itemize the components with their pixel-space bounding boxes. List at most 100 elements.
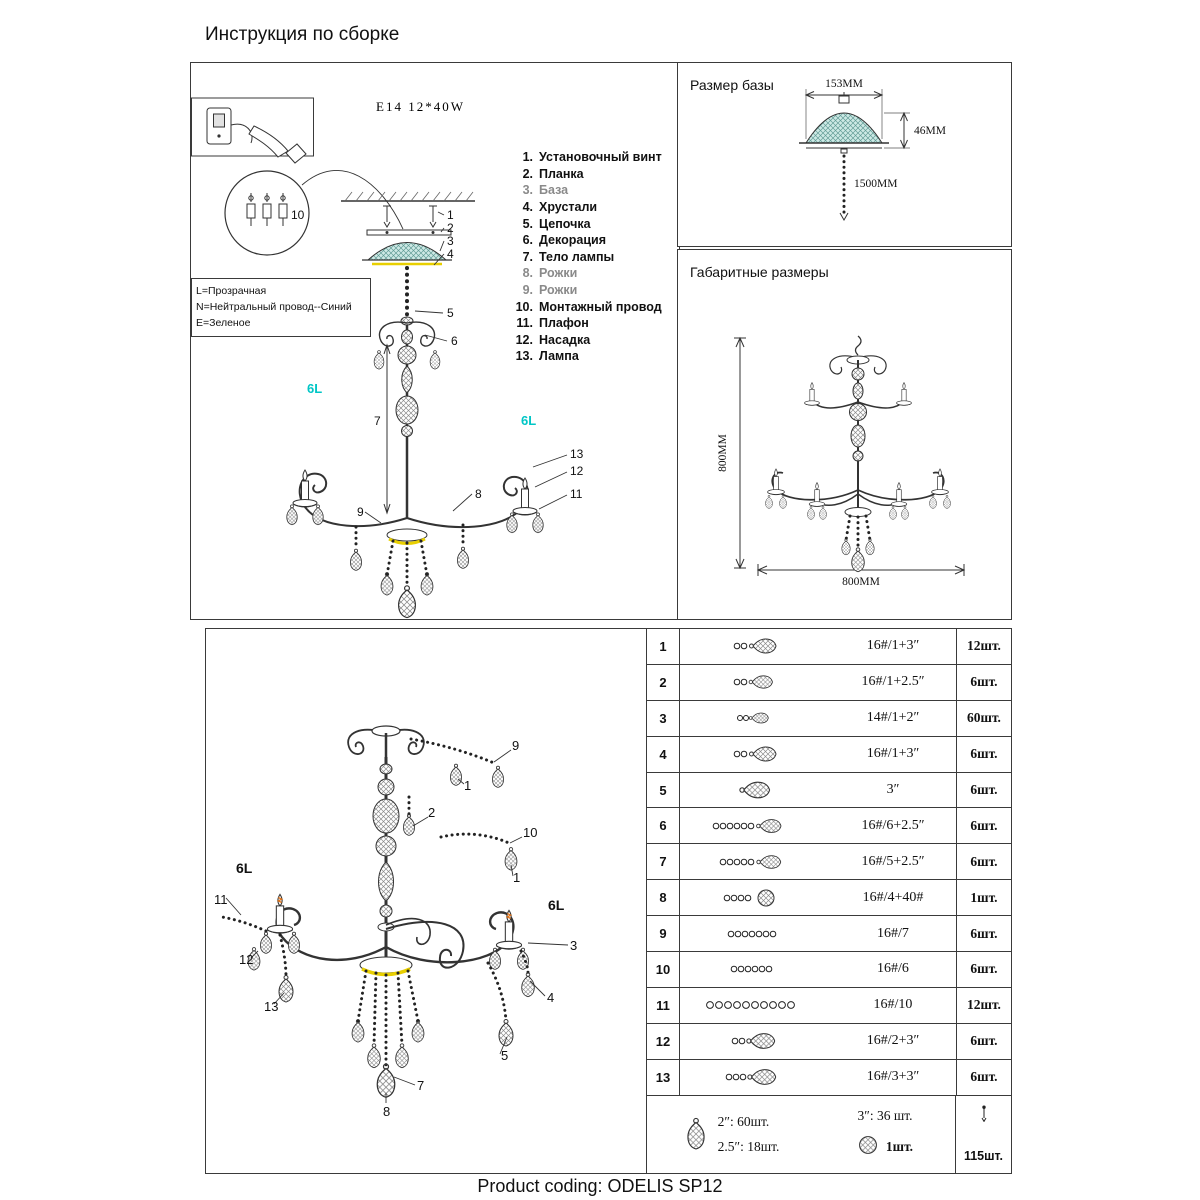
svg-text:7: 7 — [374, 414, 381, 428]
bottom-crystals — [351, 956, 425, 1098]
svg-text:10: 10 — [523, 825, 537, 840]
svg-text:3: 3 — [447, 234, 454, 248]
bead-drop-icon — [680, 1026, 830, 1056]
svg-text:13: 13 — [570, 447, 584, 461]
svg-text:8: 8 — [383, 1104, 390, 1119]
table-row: 9 16#/7 6шт. — [647, 916, 1011, 953]
table-row: 8 16#/4+40# 1шт. — [647, 880, 1011, 917]
assembly-panel: 10 E14 12*40W — [190, 62, 680, 620]
svg-text:1: 1 — [513, 870, 520, 885]
body-measure-line — [383, 343, 391, 515]
wire-legend-e: E=Зеленое — [196, 316, 251, 329]
assembly-diagram: 10 E14 12*40W — [191, 97, 584, 619]
svg-text:6: 6 — [451, 334, 458, 348]
bead-drop-icon — [680, 739, 830, 769]
svg-text:3: 3 — [570, 938, 577, 953]
crystal-layout-panel: 9 1 2 10 1 11 12 13 3 4 5 7 8 6L 6L 1 16… — [205, 628, 1012, 1174]
overall-size-title: Габаритные размеры — [690, 264, 829, 280]
svg-text:4: 4 — [547, 990, 554, 1005]
base-size-diagram: 153MM 46MM 1500MM — [799, 78, 946, 222]
table-row: 11 16#/10 12шт. — [647, 987, 1011, 1024]
six-lamp-label: 6L — [521, 413, 536, 428]
dim-46 — [884, 111, 910, 150]
summary-left: 2″: 60шт. 2.5″: 18шт. — [647, 1096, 815, 1173]
hanging-chain — [839, 148, 849, 222]
base-dome — [799, 92, 889, 149]
svg-text:5: 5 — [447, 306, 454, 320]
overall-size-panel: Габаритные размеры 800MM 800MM — [677, 249, 1012, 620]
arms — [275, 907, 515, 964]
chandelier-outline — [765, 335, 951, 573]
table-row: 12 16#/2+3″ 6шт. — [647, 1023, 1011, 1060]
left-candle — [267, 894, 292, 933]
bead-chain-ball-icon — [680, 883, 830, 913]
svg-text:1: 1 — [447, 208, 454, 222]
callout-10: 10 — [291, 208, 305, 222]
overall-size-diagram: 800MM 800MM — [717, 335, 966, 588]
power-switch-illustration — [191, 97, 314, 164]
bead-ring-chain-icon — [680, 990, 830, 1020]
table-row: 5 3″ 6шт. — [647, 772, 1011, 809]
overall-width-label: 800MM — [842, 576, 880, 588]
table-row: 10 16#/6 6шт. — [647, 952, 1011, 988]
dim-height — [734, 336, 746, 570]
summary-pin-qty: 115шт. — [963, 1149, 1004, 1163]
svg-text:2: 2 — [428, 805, 435, 820]
summary-size25: 2.5″: 18шт. — [717, 1138, 780, 1154]
summary-size2: 2″: 60шт. — [717, 1113, 770, 1129]
svg-text:5: 5 — [501, 1048, 508, 1063]
svg-text:9: 9 — [357, 505, 364, 519]
canopy — [362, 242, 452, 266]
svg-text:11: 11 — [214, 892, 228, 907]
assembly-callouts: 1 2 3 4 5 6 7 8 9 13 12 11 6L 6L — [307, 208, 584, 524]
top-crown — [347, 725, 425, 761]
summary-right: 115шт. — [955, 1095, 1011, 1173]
bead-drop-icon — [680, 1062, 830, 1092]
bead-chain-icon — [680, 954, 830, 984]
drop-icon — [680, 775, 830, 805]
base-size-panel: Размер базы 153MM 46MM 1500MM — [677, 62, 1012, 247]
table-row: 2 16#/1+2.5″ 6шт. — [647, 664, 1011, 701]
base-width-label: 153MM — [825, 78, 863, 90]
table-summary-row: 2″: 60шт. 2.5″: 18шт. 3″: 36 шт. 1шт. 11… — [647, 1095, 1011, 1173]
summary-ball-qty: 1шт. — [885, 1139, 914, 1155]
base-height-label: 46MM — [914, 125, 946, 137]
chain-length-label: 1500MM — [854, 178, 897, 190]
bead-drop-icon — [680, 667, 830, 697]
right-candle — [496, 910, 521, 949]
crystal-parts-table: 1 16#/1+3″ 12шт. 2 16#/1+2.5″ 6шт. 3 14#… — [646, 629, 1011, 1173]
table-row: 3 14#/1+2″ 60шт. — [647, 700, 1011, 737]
crystal-drop-icon — [683, 1114, 709, 1155]
table-row: 6 16#/6+2.5″ 6шт. — [647, 808, 1011, 845]
svg-text:12: 12 — [570, 464, 584, 478]
parts-list: 1.Установочный винт 2.Планка 3.База 4.Хр… — [515, 150, 662, 364]
bead-chain-drop-icon — [680, 811, 830, 841]
wire-legend-n: N=Нейтральный провод--Синий — [196, 300, 352, 313]
crystal-layout-diagram: 9 1 2 10 1 11 12 13 3 4 5 7 8 6L 6L — [214, 725, 577, 1119]
crystal-ball-icon — [857, 1134, 879, 1160]
product-code: Product coding: ODELIS SP12 — [477, 1176, 723, 1196]
svg-text:2: 2 — [447, 221, 454, 235]
six-lamp-label: 6L — [548, 897, 565, 913]
bead-chain-drop-icon — [680, 847, 830, 877]
dim-153 — [804, 89, 884, 139]
bottom-crystals — [380, 528, 434, 619]
column — [372, 757, 400, 965]
table-row: 7 16#/5+2.5″ 6шт. — [647, 844, 1011, 881]
table-row: 4 16#/1+3″ 6шт. — [647, 736, 1011, 773]
svg-text:4: 4 — [447, 247, 454, 261]
mounting-plate — [366, 229, 452, 236]
layout-callouts: 9 1 2 10 1 11 12 13 3 4 5 7 8 6L 6L — [214, 738, 577, 1119]
pin-icon — [979, 1105, 989, 1125]
bead-chain-icon — [680, 919, 830, 949]
mounting-screws — [383, 205, 437, 228]
lamp-body-column — [395, 325, 419, 518]
ceiling — [341, 191, 475, 202]
base-size-title: Размер базы — [690, 77, 774, 93]
overall-height-label: 800MM — [717, 434, 729, 472]
svg-text:13: 13 — [264, 999, 278, 1014]
summary-size3: 3″: 36 шт. — [857, 1108, 913, 1124]
table-row: 1 16#/1+3″ 12шт. — [647, 629, 1011, 665]
wire-color-legend: L=Прозрачная N=Нейтральный провод--Синий… — [191, 278, 371, 338]
svg-text:1: 1 — [464, 778, 471, 793]
